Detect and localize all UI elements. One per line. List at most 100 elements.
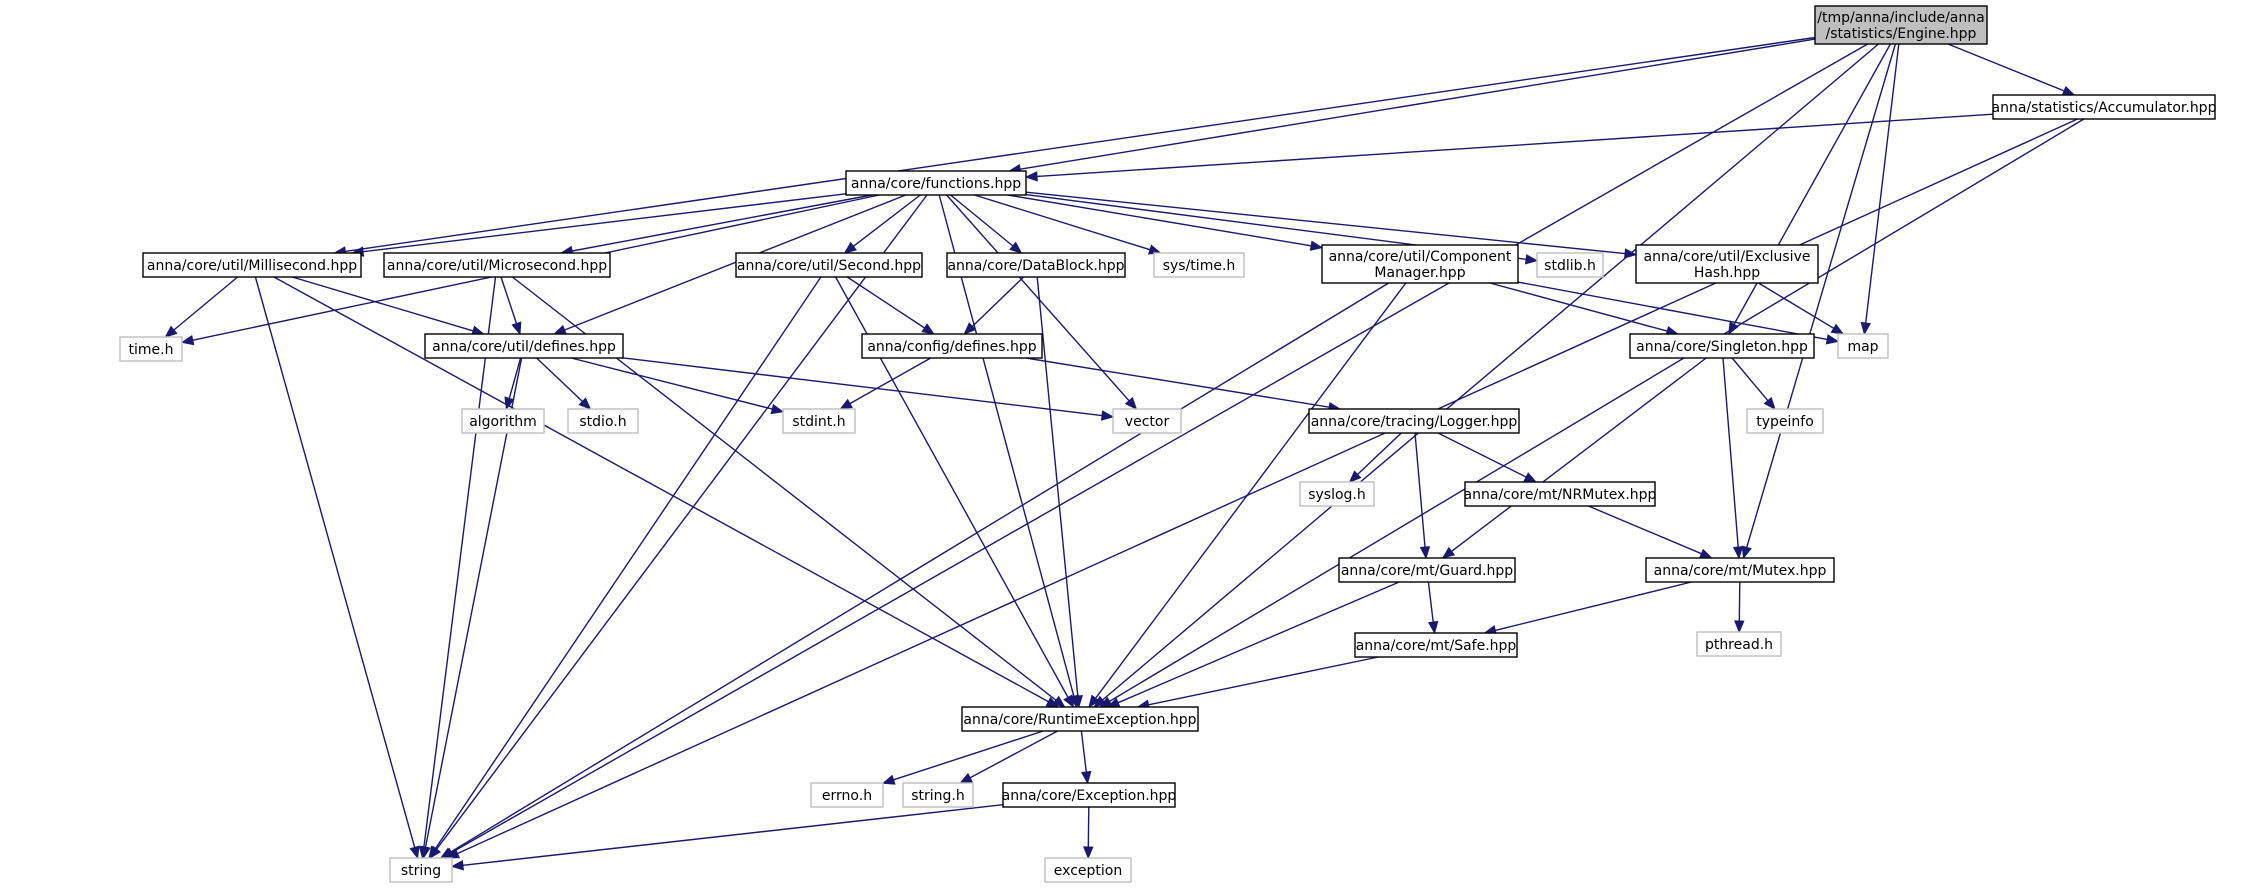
node-configdefines[interactable]: anna/config/defines.hpp	[861, 333, 1043, 359]
node-label: anna/config/defines.hpp	[867, 339, 1036, 355]
node-box	[567, 408, 639, 434]
edge-logger-to-syslogh	[1348, 432, 1402, 483]
node-exception_hpp[interactable]: anna/core/Exception.hpp	[1002, 782, 1177, 808]
node-box	[1814, 5, 1988, 45]
node-label: anna/core/util/Second.hpp	[737, 258, 921, 274]
node-box	[142, 252, 362, 278]
arrowhead	[1124, 396, 1138, 410]
edge-singleton-to-guard	[1441, 357, 1707, 559]
arrowhead	[1624, 248, 1638, 259]
arrowhead	[1441, 546, 1456, 559]
node-mutex[interactable]: anna/core/mt/Mutex.hpp	[1645, 557, 1835, 583]
node-pthreadh: pthread.h	[1696, 631, 1782, 657]
arrowhead	[504, 396, 515, 411]
node-box	[1746, 408, 1824, 434]
node-systime: sys/time.h	[1153, 252, 1245, 278]
node-label: anna/core/Singleton.hpp	[1636, 339, 1808, 355]
node-guard[interactable]: anna/core/mt/Guard.hpp	[1338, 557, 1516, 583]
edge-utildefines-to-stdioh	[536, 357, 592, 410]
arrowhead	[1098, 696, 1113, 708]
node-accumulator[interactable]: anna/statistics/Accumulator.hpp	[1992, 94, 2217, 120]
node-box	[1629, 333, 1815, 359]
edge-accumulator-to-functions	[1024, 113, 1994, 182]
node-functions[interactable]: anna/core/functions.hpp	[845, 170, 1027, 196]
node-label: anna/core/DataBlock.hpp	[947, 258, 1124, 274]
arrowhead	[1072, 695, 1083, 709]
edge-functions-to-vector	[946, 194, 1138, 410]
edge-functions-to-millisecond	[350, 193, 847, 257]
arrowhead	[1024, 171, 1038, 182]
node-box	[902, 782, 974, 808]
arrowhead	[420, 845, 431, 860]
node-box	[1112, 408, 1182, 434]
arrowhead	[1083, 846, 1094, 860]
node-errnoh: errno.h	[810, 782, 884, 808]
edge-configdefines-to-logger	[1025, 357, 1342, 413]
arrowhead	[1860, 321, 1871, 336]
node-runtimeexc[interactable]: anna/core/RuntimeException.hpp	[961, 706, 1199, 732]
edge-root-to-mutex	[1741, 43, 1897, 560]
arrowhead	[164, 325, 178, 338]
node-nrmutex[interactable]: anna/core/mt/NRMutex.hpp	[1464, 481, 1657, 507]
node-box	[1536, 252, 1604, 278]
edge-configdefines-to-stdinth	[839, 357, 932, 410]
arrowhead	[1698, 548, 1713, 559]
node-logger[interactable]: anna/core/tracing/Logger.hpp	[1308, 408, 1520, 434]
edge-root-to-functions	[1008, 38, 1816, 175]
edge-logger-to-guard	[1414, 432, 1431, 560]
arrowhead	[1081, 770, 1092, 785]
edge-functions-to-exclhash	[1025, 191, 1638, 259]
edge-root-to-accumulator	[1947, 43, 2076, 96]
edge-utildefines-to-algorithm	[504, 357, 522, 411]
node-label: string.h	[911, 788, 965, 804]
edge-guard-to-runtimeexc	[1106, 581, 1400, 708]
edge-functions-to-compmgr	[1007, 194, 1324, 251]
node-box	[383, 252, 611, 278]
node-utildefines[interactable]: anna/core/util/defines.hpp	[424, 333, 624, 359]
arrowhead	[1428, 620, 1439, 635]
node-second[interactable]: anna/core/util/Second.hpp	[735, 252, 923, 278]
node-label: /statistics/Engine.hpp	[1826, 26, 1977, 42]
arrowhead	[2061, 85, 2076, 96]
edge-functions-to-utildefines	[553, 194, 906, 335]
node-box	[1992, 94, 2216, 120]
node-label: anna/core/functions.hpp	[851, 176, 1021, 192]
edge-utildefines-to-stdinth	[571, 357, 785, 415]
edge-runtimeexc-to-errnoh	[881, 730, 1044, 785]
node-map: map	[1837, 333, 1889, 359]
node-box	[1153, 252, 1245, 278]
edge-runtimeexc-to-exception_hpp	[1080, 730, 1092, 785]
edge-runtimeexc-to-stringh	[959, 730, 1058, 784]
node-syslogh: syslog.h	[1299, 481, 1375, 507]
node-box	[461, 408, 545, 434]
node-stdlib: stdlib.h	[1536, 252, 1604, 278]
node-safe[interactable]: anna/core/mt/Safe.hpp	[1354, 632, 1518, 658]
node-label: Manager.hpp	[1374, 265, 1465, 281]
node-stdinth: stdint.h	[782, 408, 856, 434]
node-microsecond[interactable]: anna/core/util/Microsecond.hpp	[383, 252, 611, 278]
arrowhead	[1825, 334, 1840, 345]
arrowhead	[1100, 410, 1115, 421]
edge-mutex-to-pthreadh	[1734, 581, 1745, 634]
dependency-edges	[164, 36, 2085, 871]
node-box	[782, 408, 856, 434]
node-box	[1308, 408, 1520, 434]
edge-microsecond-to-string	[418, 276, 497, 860]
node-label: anna/statistics/Accumulator.hpp	[1992, 100, 2217, 116]
edge-logger-to-nrmutex	[1437, 432, 1538, 483]
node-singleton[interactable]: anna/core/Singleton.hpp	[1629, 333, 1815, 359]
node-datablock[interactable]: anna/core/DataBlock.hpp	[946, 252, 1126, 278]
edge-functions-to-datablock	[950, 194, 1023, 254]
node-millisecond[interactable]: anna/core/util/Millisecond.hpp	[142, 252, 362, 278]
node-box	[961, 706, 1199, 732]
node-box	[119, 336, 183, 362]
node-label: anna/core/mt/Guard.hpp	[1341, 563, 1513, 579]
node-label: anna/core/RuntimeException.hpp	[963, 712, 1196, 728]
edge-compmgr-to-map	[1517, 281, 1840, 345]
node-label: anna/core/mt/Safe.hpp	[1356, 638, 1517, 654]
node-box	[389, 857, 453, 883]
arrowhead	[1348, 470, 1362, 483]
